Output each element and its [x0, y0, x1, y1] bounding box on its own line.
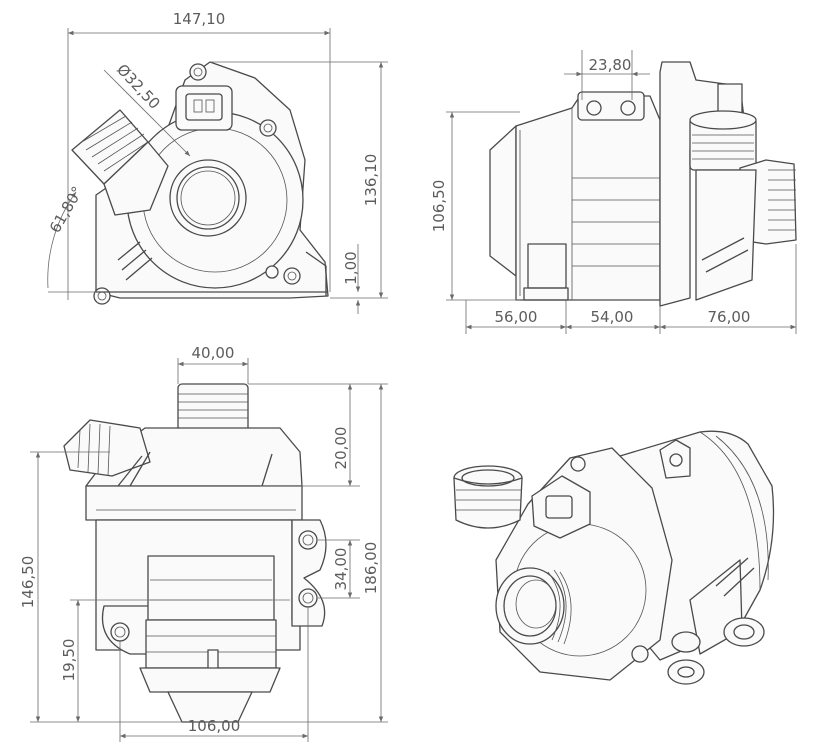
dim-side-spacing: 23,80 — [589, 56, 632, 74]
dim-side-seg3: 76,00 — [708, 308, 751, 326]
dim-bottom-height-a: 20,00 — [332, 427, 350, 470]
side-dimensions: 23,80 106,50 56,00 54,00 76,00 — [430, 50, 797, 334]
dim-front-angle: 61,80° — [46, 183, 87, 236]
dim-bottom-height-total: 186,00 — [362, 542, 380, 595]
bottom-dimensions: 40,00 20,00 34,00 186,00 146,50 19,50 10… — [19, 344, 388, 742]
dim-side-seg1: 56,00 — [495, 308, 538, 326]
dim-side-seg2: 54,00 — [591, 308, 634, 326]
dim-front-height: 136,10 — [362, 154, 380, 207]
dim-bottom-left-height: 146,50 — [19, 556, 37, 609]
dim-side-height: 106,50 — [430, 180, 448, 233]
dim-front-width: 147,10 — [173, 10, 226, 28]
front-view — [71, 61, 329, 305]
bottom-view — [63, 383, 327, 723]
dim-bottom-width: 106,00 — [188, 717, 241, 735]
dim-bottom-left-small: 19,50 — [60, 639, 78, 682]
dim-bottom-top-width: 40,00 — [192, 344, 235, 362]
isometric-view — [453, 430, 775, 685]
side-view — [489, 61, 797, 307]
dim-bottom-height-b: 34,00 — [332, 548, 350, 591]
dim-front-offset: 1,00 — [342, 251, 360, 284]
front-inlet-pipe — [71, 109, 169, 216]
